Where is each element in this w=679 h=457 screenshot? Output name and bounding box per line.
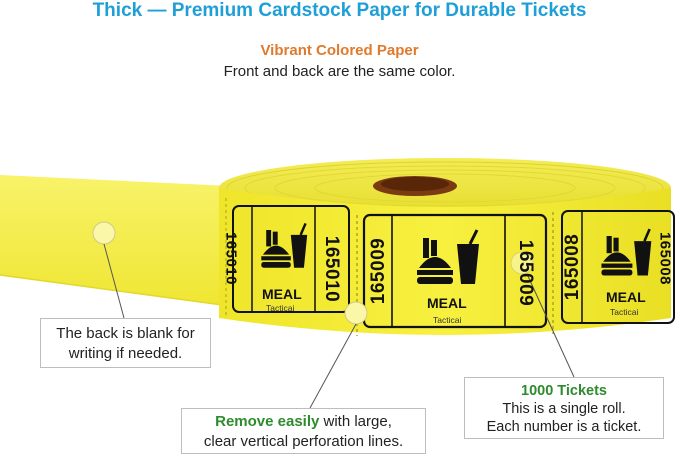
ticket-number: 165009 <box>368 237 389 305</box>
ticket-label: MEAL <box>606 289 646 305</box>
callout-perforation: Remove easily with large, clear vertical… <box>181 408 426 454</box>
ticket-brand: Tacticai <box>433 315 462 325</box>
callout-ticket-count: 1000 Tickets This is a single roll. Each… <box>464 377 664 439</box>
ticket-number: 165009 <box>515 239 536 307</box>
callout-perforation-line2: clear vertical perforation lines. <box>203 433 404 450</box>
ticket-number: 165010 <box>321 235 342 303</box>
page-title: Thick — Premium Cardstock Paper for Dura… <box>92 0 587 21</box>
ticket-brand: Tacticai <box>266 303 295 313</box>
callout-count-line2: This is a single roll. <box>502 401 626 417</box>
subtitle-detail: Front and back are the same color. <box>223 63 456 80</box>
callout-count-line3: Each number is a ticket. <box>486 419 642 435</box>
ticket-number: 165010 <box>222 231 240 286</box>
marker-count <box>510 251 534 275</box>
ticket-number: 165008 <box>656 231 674 286</box>
burger-and-drink-icon <box>417 229 479 284</box>
subtitle-vibrant-paper: Vibrant Colored Paper <box>260 42 419 59</box>
ticket-label: MEAL <box>262 286 302 302</box>
callout-count-highlight: 1000 Tickets <box>521 383 607 399</box>
ticket-label: MEAL <box>427 295 467 311</box>
callout-perforation-rest: with large, <box>319 413 392 430</box>
callout-back-blank: The back is blank for writing if needed. <box>40 318 211 368</box>
loose-ticket-strip <box>0 175 230 306</box>
burger-and-drink-icon <box>261 222 308 268</box>
callout-back-text: The back is blank for writing if needed. <box>56 325 195 362</box>
ticket-number: 165008 <box>562 233 583 301</box>
burger-and-drink-icon <box>601 228 652 276</box>
ticket-brand: Tacticai <box>610 307 639 317</box>
marker-perforation <box>344 301 368 325</box>
marker-back <box>92 221 116 245</box>
callout-perforation-highlight: Remove easily <box>215 413 320 430</box>
